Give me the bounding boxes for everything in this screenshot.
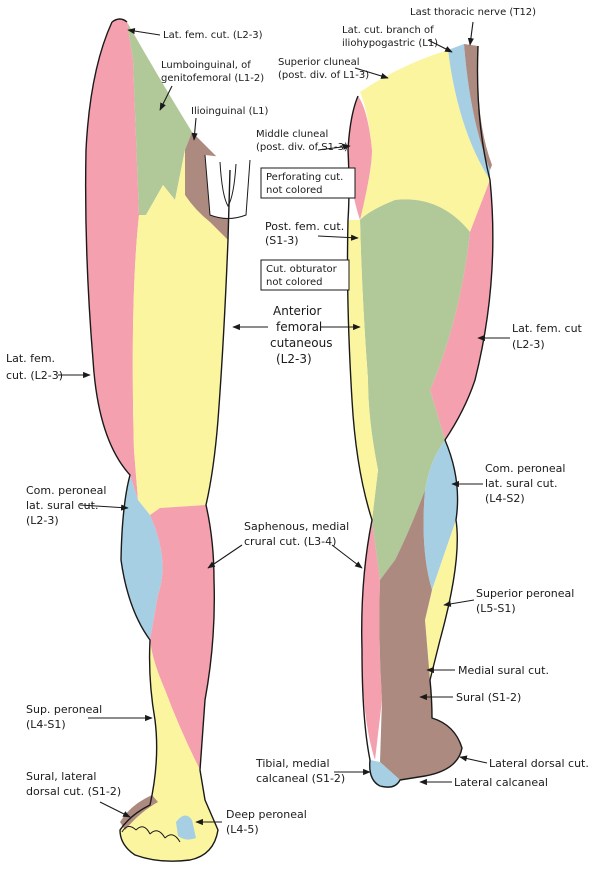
post-superior-peroneal-region bbox=[425, 520, 458, 680]
ant-anterior-femoral-region bbox=[132, 150, 228, 515]
arrow-post-fem bbox=[317, 234, 359, 241]
arrow-lat-cut-branch bbox=[427, 39, 453, 53]
post-post-fem-region bbox=[360, 199, 470, 580]
label-ant-fem-4: (L2-3) bbox=[276, 352, 312, 366]
label-tibial-1: Tibial, medial bbox=[255, 757, 330, 770]
post-com-peroneal-region bbox=[423, 440, 458, 590]
label-mid-cluneal-1: Middle cluneal bbox=[256, 129, 328, 140]
label-lat-cut-branch-2: iliohypogastric (L1) bbox=[342, 38, 438, 49]
label-sup-cluneal-1: Superior cluneal bbox=[278, 57, 360, 68]
label-mid-cluneal-2: (post. div. of S1-3) bbox=[256, 142, 348, 153]
post-sural-region bbox=[379, 490, 462, 780]
label-saph-1: Saphenous, medial bbox=[244, 520, 349, 533]
label-medial-sural: Medial sural cut. bbox=[458, 664, 549, 677]
label-lat-fem-right-1: Lat. fem. cut bbox=[512, 322, 583, 335]
arrow-sup-cluneal bbox=[354, 67, 389, 79]
label-last-thoracic: Last thoracic nerve (T12) bbox=[410, 7, 536, 18]
arrow-ilioinguinal bbox=[191, 117, 198, 141]
posterior-leg bbox=[346, 44, 494, 788]
label-tibial-2: calcaneal (S1-2) bbox=[256, 772, 345, 785]
ant-deep-peroneal-region bbox=[176, 815, 196, 840]
arrow-mid-cluneal bbox=[317, 143, 351, 151]
ant-scrotal-detail bbox=[219, 161, 237, 207]
label-perforating-1: Perforating cut. bbox=[266, 172, 343, 183]
label-com-per-left-2: lat. sural cut. bbox=[26, 499, 98, 512]
label-sup-cluneal-2: (post. div. of L1-3) bbox=[278, 70, 369, 81]
label-saph-2: crural cut. (L3-4) bbox=[244, 535, 336, 548]
label-sural: Sural (S1-2) bbox=[456, 691, 521, 704]
label-lat-fem-right-2: (L2-3) bbox=[512, 338, 545, 351]
label-lumbo-1: Lumboinguinal, of bbox=[161, 60, 251, 71]
arrow-sural-lat bbox=[99, 801, 131, 818]
cut-obturator-box bbox=[260, 259, 350, 291]
perforating-box bbox=[260, 167, 356, 199]
label-post-fem-1: Post. fem. cut. bbox=[265, 220, 344, 233]
label-com-per-right-1: Com. peroneal bbox=[485, 462, 565, 475]
arrow-lumbo bbox=[159, 85, 173, 111]
ant-scrotal-cutout bbox=[204, 154, 251, 219]
arrow-com-per-left bbox=[79, 504, 129, 511]
anterior-leg bbox=[84, 18, 251, 862]
leader-arrows bbox=[58, 21, 510, 826]
label-sural-lat-1: Sural, lateral bbox=[26, 770, 96, 783]
ant-com-peroneal-region bbox=[121, 475, 163, 640]
arrow-sup-peroneal bbox=[443, 599, 475, 607]
post-tibial-calcaneal-region bbox=[369, 760, 400, 788]
label-sup-per-1: Sup. peroneal bbox=[26, 703, 102, 716]
label-com-per-right-2: lat. sural cut. bbox=[485, 477, 557, 490]
label-lumbo-2: genitofemoral (L1-2) bbox=[161, 73, 264, 84]
label-perforating-2: not colored bbox=[266, 185, 322, 196]
ant-sural-lateral-region bbox=[120, 795, 158, 830]
label-sural-lat-2: dorsal cut. (S1-2) bbox=[26, 785, 121, 798]
label-sup-peroneal-2: (L5-S1) bbox=[476, 602, 516, 615]
arrow-saph-a bbox=[207, 544, 243, 569]
post-leg-outline bbox=[346, 45, 494, 788]
label-deep-per-2: (L4-5) bbox=[226, 823, 259, 836]
label-ant-fem-3: cutaneous bbox=[270, 336, 332, 350]
label-sup-per-2: (L4-S1) bbox=[26, 718, 66, 731]
label-deep-per-1: Deep peroneal bbox=[226, 808, 307, 821]
label-lat-fem-left-1: Lat. fem. bbox=[6, 352, 55, 365]
arrow-saph-b bbox=[331, 544, 363, 569]
ant-lat-fem-region bbox=[85, 19, 139, 500]
label-ant-fem-1: Anterior bbox=[273, 304, 322, 318]
label-ilioinguinal: Ilioinguinal (L1) bbox=[191, 106, 268, 117]
post-lat-fem-region bbox=[430, 180, 493, 440]
ant-sup-peroneal-region bbox=[120, 640, 218, 862]
label-lat-fem-left-2: cut. (L2-3) bbox=[6, 369, 63, 382]
label-com-per-left-3: (L2-3) bbox=[26, 514, 59, 527]
label-post-fem-2: (S1-3) bbox=[265, 234, 299, 247]
label-ant-fem-2: femoral bbox=[276, 320, 322, 334]
label-lat-calcaneal: Lateral calcaneal bbox=[454, 776, 548, 789]
label-com-per-left-1: Com. peroneal bbox=[26, 484, 106, 497]
label-lat-cut-branch-1: Lat. cut. branch of bbox=[342, 25, 434, 36]
ant-leg-outline bbox=[84, 18, 231, 862]
arrow-lat-fem-top bbox=[127, 28, 161, 36]
label-sup-peroneal-1: Superior peroneal bbox=[476, 587, 574, 600]
diagram-labels: Lat. fem. cut. (L2-3) Lumboinguinal, of … bbox=[6, 7, 589, 836]
ant-lumboinguinal-region bbox=[127, 22, 192, 215]
ant-toes bbox=[121, 826, 181, 843]
post-iliohypogastric-region bbox=[448, 44, 490, 180]
label-cut-obt-2: not colored bbox=[266, 277, 322, 288]
ant-saphenous-region bbox=[150, 505, 215, 770]
post-sup-cluneal-region bbox=[360, 50, 490, 232]
arrow-lat-dorsal bbox=[459, 755, 488, 764]
label-lat-dorsal: Lateral dorsal cut. bbox=[489, 757, 589, 770]
post-saphenous-region bbox=[361, 520, 382, 760]
post-t12-region bbox=[464, 44, 492, 170]
label-cut-obt-1: Cut. obturator bbox=[266, 264, 338, 275]
label-com-per-right-3: (L4-S2) bbox=[485, 492, 525, 505]
label-lat-fem-top: Lat. fem. cut. (L2-3) bbox=[163, 30, 263, 41]
post-yellow-medial-region bbox=[347, 220, 378, 520]
arrow-t12 bbox=[467, 21, 474, 46]
